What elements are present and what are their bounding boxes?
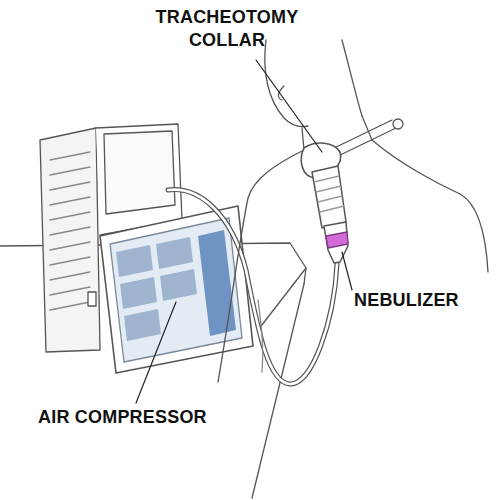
strap-ring [393,119,403,129]
hose [168,190,337,384]
screen-content [116,230,236,341]
table-edge [258,268,306,330]
compressor-side [40,128,100,352]
nebulizer-band [326,232,348,248]
tube-ribs [314,176,344,212]
vent-lines [50,152,90,310]
leader-line [136,302,176,403]
screen-display [110,218,242,362]
compressor-lid [96,124,182,235]
shoulder-left [218,150,304,382]
neck [302,128,304,150]
neck [362,116,372,140]
lid-recess [104,131,175,214]
arm-line [258,300,263,372]
table-edge [252,284,304,498]
aerosol-tube [312,166,346,228]
part-label: AIR COMPRESSOR [38,406,207,429]
leader-line [256,60,322,152]
port [88,292,96,306]
nebulizer-cup [324,222,348,263]
shoulder-right [372,140,488,272]
part-label: NEBULIZER [354,289,459,312]
leader-line [342,252,352,290]
face-outline [265,40,308,127]
hose-outline [168,190,337,384]
part-label: TRACHEOTOMY COLLAR [142,6,312,53]
head-back [342,40,362,116]
